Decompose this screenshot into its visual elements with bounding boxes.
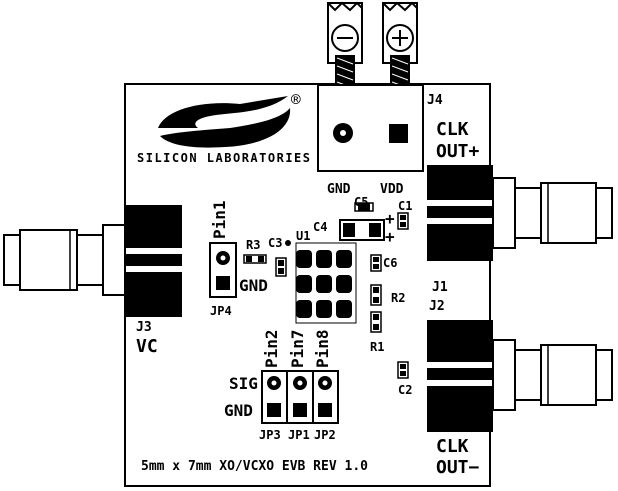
jp3-ref-label: JP3 <box>259 428 281 442</box>
logo-wordmark: SILICON LABORATORIES <box>137 151 312 165</box>
j1-label-line2: OUT+ <box>436 141 480 162</box>
c3-ref-label: C3 <box>268 236 283 250</box>
r2-ref-label: R2 <box>391 291 406 305</box>
j2-sma-connector <box>427 320 613 432</box>
c4-ref-label: C4 <box>313 220 328 234</box>
j1-label-line1: CLK <box>436 119 469 140</box>
j4-terminal-block <box>317 84 424 172</box>
r1-ref-label: R1 <box>370 340 385 354</box>
small-passives <box>243 212 409 379</box>
jp1-ref-label: JP1 <box>288 428 310 442</box>
jp2-pin-label: Pin8 <box>313 329 332 368</box>
c6-ref-label: C6 <box>383 256 398 270</box>
j3-vc-label: VC <box>136 336 158 357</box>
jp2-ref-label: JP2 <box>314 428 336 442</box>
jp3-pin-label: Pin2 <box>262 329 281 368</box>
j2-label-line2: OUT− <box>436 457 480 478</box>
jp3-jp1-jp2-jumpers <box>261 370 339 424</box>
r3-ref-label: R3 <box>246 238 261 252</box>
jp4-ref-label: JP4 <box>210 304 232 318</box>
c1-ref-label: C1 <box>398 199 413 213</box>
j4-gnd-label: GND <box>327 182 351 197</box>
j2-ref-label: J2 <box>429 299 445 314</box>
gnd-label: GND <box>224 401 253 420</box>
jp4-pin-label: Pin1 <box>210 200 229 239</box>
j1-sma-connector <box>427 165 613 261</box>
jp4-jumper <box>209 242 237 298</box>
u1-ref-label: U1 <box>296 229 311 243</box>
registered-mark: ® <box>291 90 301 109</box>
c5-plus-top: + <box>385 209 395 228</box>
j1-ref-label: J1 <box>432 280 448 295</box>
j3-sma-connector <box>3 205 182 317</box>
j4-vdd-label: VDD <box>380 182 404 197</box>
c5-ref-label: C5 <box>354 195 369 209</box>
sig-label: SIG <box>229 374 258 393</box>
j4-wires <box>327 1 418 100</box>
j3-ref-label: J3 <box>136 320 152 335</box>
u1-footprint <box>285 240 357 324</box>
c5-plus-bottom: + <box>385 227 395 246</box>
silicon-labs-logo-icon <box>158 96 291 148</box>
j4-ref-label: J4 <box>427 93 443 108</box>
c5-capacitor <box>339 202 385 241</box>
board-title: 5mm x 7mm XO/VCXO EVB REV 1.0 <box>141 459 368 474</box>
j2-label-line1: CLK <box>436 436 469 457</box>
jp4-gnd-label: GND <box>239 276 268 295</box>
c2-ref-label: C2 <box>398 383 413 397</box>
jp1-pin-label: Pin7 <box>288 329 307 368</box>
